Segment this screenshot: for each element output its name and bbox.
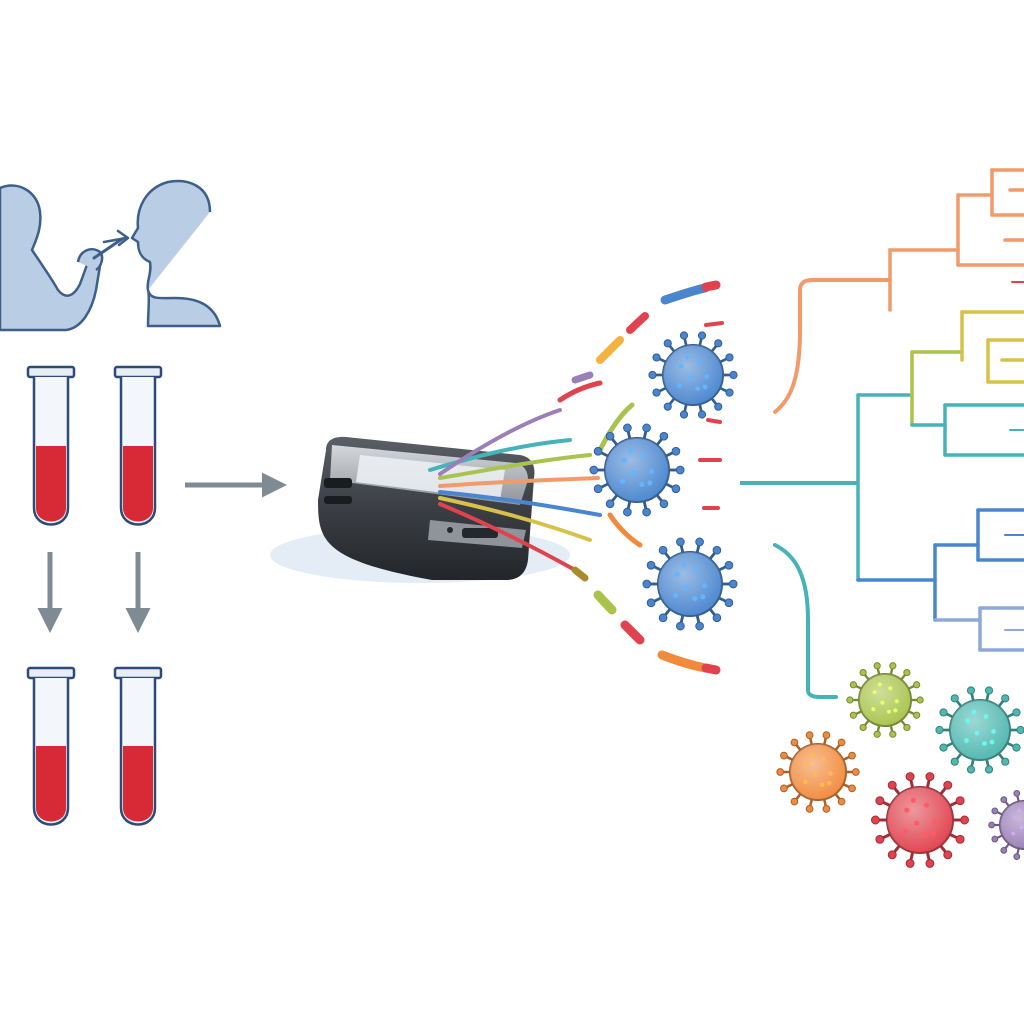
dna-read-fragment <box>438 502 577 572</box>
virus-variant-icon <box>988 790 1024 860</box>
dna-read-fragment <box>438 496 592 542</box>
dna-read-fragment <box>597 402 635 453</box>
dna-read-fragment <box>704 321 724 327</box>
virus-variant-icon <box>776 731 860 813</box>
virus-icon-group <box>589 331 738 631</box>
hand-icon <box>76 248 104 272</box>
connector-line <box>773 543 838 699</box>
sample-collection-group <box>0 179 222 332</box>
patient-silhouette <box>130 179 222 328</box>
dna-read-fragment <box>657 650 710 673</box>
dna-read-fragment <box>701 280 721 292</box>
blood-tube-icon <box>113 666 163 826</box>
dna-read-fragment <box>438 408 562 476</box>
dna-read-fragment <box>438 453 592 480</box>
virus-variant-icon <box>846 662 924 738</box>
blood-tube-icon <box>113 365 163 526</box>
virus-variant-group <box>776 662 1024 868</box>
dna-read-fragment <box>596 336 624 364</box>
dna-read-fragment <box>626 312 649 334</box>
dna-read-fragment <box>428 438 572 472</box>
dna-read-fragment <box>706 418 722 424</box>
nasal-swab-icon <box>92 237 124 260</box>
virus-icon <box>589 423 685 517</box>
blood-tube-icon <box>26 666 76 826</box>
virus-icon <box>648 331 738 419</box>
portable-sequencer-icon <box>270 436 570 583</box>
dna-read-fragment <box>620 620 645 645</box>
virus-variant-icon <box>935 686 1024 774</box>
dna-read-fragment <box>660 283 710 305</box>
phylogenetic-tree-icon <box>856 168 1024 652</box>
dna-read-fragment <box>593 590 617 615</box>
health-worker-silhouette <box>0 184 102 332</box>
sequence-reads-group <box>428 280 724 675</box>
virus-variant-icon <box>870 772 970 868</box>
dna-read-fragment <box>571 566 589 582</box>
dna-read-fragment <box>438 476 600 488</box>
dna-read-fragment <box>557 380 603 403</box>
dna-read-fragment <box>701 663 721 675</box>
dna-read-fragment <box>607 512 643 548</box>
dna-read-fragment <box>571 371 594 384</box>
dna-read-fragment <box>438 490 602 517</box>
blood-tube-icon <box>26 365 76 526</box>
connector-line <box>773 278 892 414</box>
sample-tubes-group <box>26 365 163 826</box>
swab-pointer-arrow <box>102 229 130 247</box>
virus-icon <box>642 537 738 631</box>
